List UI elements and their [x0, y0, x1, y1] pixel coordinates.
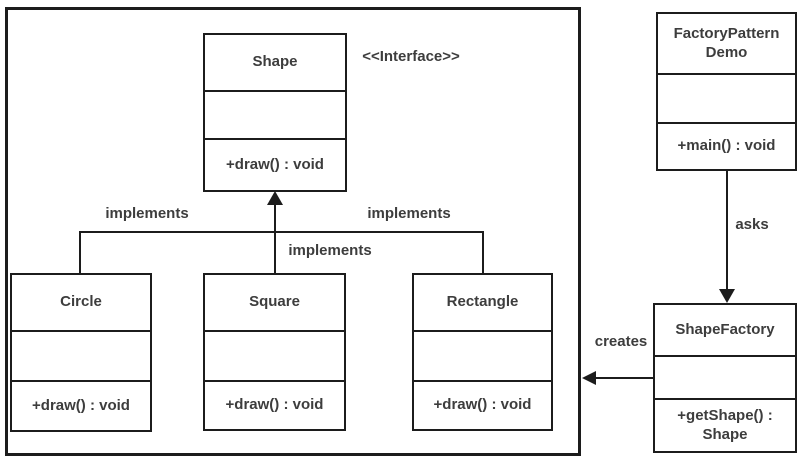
class-methods-shape-factory: +getShape() : Shape: [677, 406, 773, 443]
class-box-circle: Circle +draw() : void: [10, 273, 152, 432]
creates-arrowhead-icon: [582, 371, 596, 385]
class-title-shape: Shape: [205, 35, 345, 92]
class-attributes-circle: [12, 332, 150, 382]
class-box-factory-pattern-demo: FactoryPattern Demo +main() : void: [656, 12, 797, 171]
class-box-rectangle: Rectangle +draw() : void: [412, 273, 553, 431]
shape-hierarchy-frame: [5, 7, 581, 456]
class-methods-factory-pattern-demo: +main() : void: [677, 137, 776, 155]
implements-label-right: implements: [367, 205, 451, 222]
class-box-square: Square +draw() : void: [203, 273, 346, 431]
class-title-square: Square: [205, 275, 344, 332]
class-methods-square: +draw() : void: [225, 396, 324, 414]
creates-label: creates: [594, 333, 648, 350]
class-title-shape-factory: ShapeFactory: [655, 305, 795, 357]
implements-horizontal-line: [79, 231, 484, 233]
interface-stereotype-label: <<Interface>>: [362, 48, 460, 65]
class-title-factory-pattern-demo: FactoryPattern Demo: [658, 14, 795, 75]
class-attributes-shape: [205, 92, 345, 140]
class-methods-shape: +draw() : void: [226, 155, 324, 173]
class-title-rectangle: Rectangle: [414, 275, 551, 332]
class-attributes-rectangle: [414, 332, 551, 382]
implements-arrowhead-icon: [267, 191, 283, 205]
class-box-shape-factory: ShapeFactory +getShape() : Shape: [653, 303, 797, 453]
asks-line: [726, 171, 728, 291]
implements-line-square: [274, 204, 276, 273]
asks-arrowhead-icon: [719, 289, 735, 303]
class-attributes-square: [205, 332, 344, 382]
class-methods-circle: +draw() : void: [32, 396, 130, 414]
class-methods-rectangle: +draw() : void: [433, 396, 532, 414]
asks-label: asks: [735, 216, 769, 233]
creates-line: [595, 377, 653, 379]
class-attributes-factory-pattern-demo: [658, 75, 795, 124]
implements-label-center: implements: [288, 242, 372, 259]
class-box-shape: Shape +draw() : void: [203, 33, 347, 192]
implements-line-rectangle: [482, 231, 484, 273]
implements-label-left: implements: [105, 205, 189, 222]
class-title-circle: Circle: [12, 275, 150, 332]
class-attributes-shape-factory: [655, 357, 795, 400]
implements-line-circle: [79, 231, 81, 273]
